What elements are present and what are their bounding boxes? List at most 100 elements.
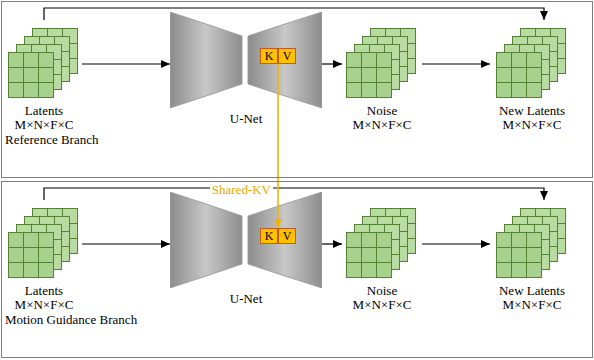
cube-cell: [512, 233, 527, 248]
cube-cell: [9, 53, 24, 68]
cube-cell: [497, 68, 512, 83]
cube-cell: [513, 67, 528, 82]
branch-panel: Reference BranchLatentsM×N×F×CU-NetKVNoi…: [1, 1, 593, 178]
cube-cell: [40, 247, 55, 262]
cube-cell: [363, 52, 378, 67]
node-label: Noise: [342, 284, 422, 298]
cube-cell: [24, 53, 39, 68]
cube-cell: [362, 68, 377, 83]
latent-cube: [496, 200, 568, 280]
shape-label: M×N×F×C: [6, 118, 82, 132]
latent-cube: [346, 20, 418, 100]
cube-cell: [377, 53, 392, 68]
flow-arrow: [322, 243, 342, 244]
cube-cell: [497, 53, 512, 68]
cube-cell: [363, 67, 378, 82]
cube-cell: [527, 83, 542, 98]
cube-cell: [377, 248, 392, 263]
node-label: K: [265, 50, 274, 62]
latent-tensor: NoiseM×N×F×C: [342, 200, 422, 312]
unet-block: U-Net KV: [170, 12, 322, 126]
cube-cell: [24, 68, 39, 83]
cube-cell: [40, 232, 55, 247]
flow-arrow: [422, 243, 490, 244]
cube-cell: [40, 67, 55, 82]
cube-cell: [363, 247, 378, 262]
kv-box: V: [278, 48, 296, 64]
flow-arrow: [422, 63, 490, 64]
cube-cell: [25, 247, 40, 262]
latent-cube: [346, 200, 418, 280]
shape-label: M×N×F×C: [342, 118, 422, 132]
latent-cube: [496, 20, 568, 100]
unet-block: U-Net KV: [170, 192, 322, 306]
latent-tensor: New LatentsM×N×F×C: [490, 200, 574, 312]
cube-cell: [9, 68, 24, 83]
cube-cell: [527, 53, 542, 68]
shape-label: M×N×F×C: [6, 298, 82, 312]
cube-cell: [527, 68, 542, 83]
shape-label: M×N×F×C: [490, 298, 574, 312]
cube-cell: [527, 248, 542, 263]
node-label: V: [283, 50, 292, 62]
cube-cell: [377, 68, 392, 83]
cube-cell: [497, 83, 512, 98]
cube-cell: [9, 263, 24, 278]
latent-cube: [8, 20, 80, 100]
cube-cell: [513, 232, 528, 247]
unet-shape: [170, 12, 322, 108]
node-label: U-Net: [170, 112, 322, 126]
branch-title: Motion Guidance Branch: [5, 313, 137, 327]
cube-cell: [497, 233, 512, 248]
cube-cell: [39, 68, 54, 83]
cube-cell: [39, 83, 54, 98]
flow-arrow: [322, 63, 342, 64]
cube-cell: [347, 248, 362, 263]
cube-cell: [347, 68, 362, 83]
cube-cell: [512, 263, 527, 278]
kv-box: V: [278, 228, 296, 244]
node-label: New Latents: [490, 284, 574, 298]
cube-cell: [362, 233, 377, 248]
cube-cell: [362, 83, 377, 98]
latent-tensor: LatentsM×N×F×C: [6, 200, 82, 312]
cube-cell: [527, 263, 542, 278]
cube-cell: [9, 83, 24, 98]
cube-cell: [512, 53, 527, 68]
decoder-shape: [248, 12, 322, 108]
cube-cell: [40, 52, 55, 67]
cube-cell: [24, 233, 39, 248]
cube-cell: [24, 248, 39, 263]
shape-label: M×N×F×C: [490, 118, 574, 132]
cube-cell: [512, 68, 527, 83]
cube-cell: [24, 263, 39, 278]
node-label: U-Net: [170, 292, 322, 306]
cube-cell: [528, 52, 543, 67]
unet-shape: [170, 192, 322, 288]
edge-label: Shared-KV: [210, 183, 273, 197]
cube-cell: [39, 263, 54, 278]
cube-cell: [347, 233, 362, 248]
cube-cell: [528, 67, 543, 82]
cube-cell: [9, 248, 24, 263]
cube-cell: [378, 247, 393, 262]
cube-cell: [377, 83, 392, 98]
cube-cell: [528, 232, 543, 247]
cube-cell: [362, 53, 377, 68]
flow-arrow: [44, 188, 544, 200]
latent-tensor: LatentsM×N×F×C: [6, 20, 82, 132]
cube-cell: [39, 233, 54, 248]
cube-cell: [377, 263, 392, 278]
node-label: Latents: [6, 104, 82, 118]
cube-cell: [512, 248, 527, 263]
cube-cell: [347, 53, 362, 68]
cube-cell: [528, 247, 543, 262]
cube-cell: [362, 263, 377, 278]
flow-arrow: [82, 63, 170, 64]
cube-cell: [362, 248, 377, 263]
cube-cell: [9, 233, 24, 248]
node-label: K: [265, 230, 274, 242]
flow-arrow: [44, 8, 544, 20]
node-label: Latents: [6, 284, 82, 298]
latent-tensor: NoiseM×N×F×C: [342, 20, 422, 132]
